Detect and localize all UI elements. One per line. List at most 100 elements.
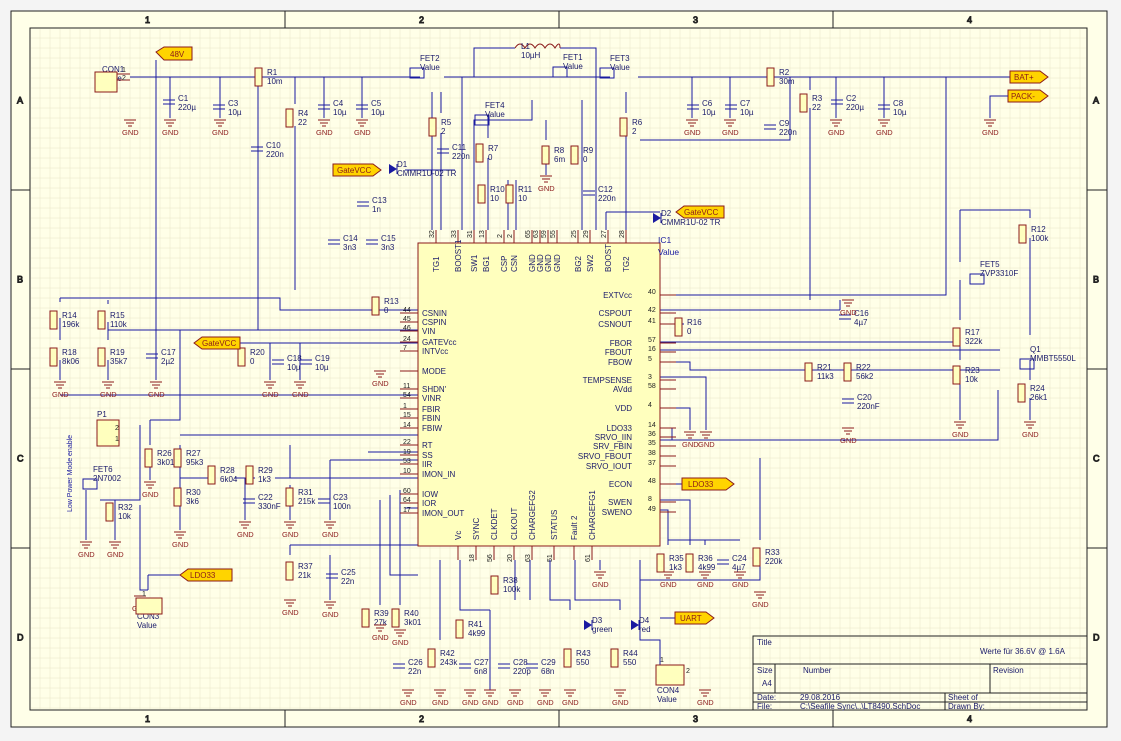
resistor-symbol [799,93,808,113]
gnd-label: GND [752,600,769,609]
resistor-symbol [254,67,263,87]
component-ref: R43 [576,649,591,658]
ic-pin-number: 13 [479,230,486,238]
ic-pin-number: 48 [648,478,656,485]
component-value: 215k [298,497,316,506]
ic-pins-top: 32TG133BOOST131SW113BG12CSP2CSN65GND63GN… [429,230,631,272]
ic-pin-name: FBOUT [605,348,632,357]
gnd-label: GND [612,698,629,707]
title-block [752,635,1088,711]
ic-pin-number: 15 [403,412,411,419]
component-ref: R23 [965,366,980,375]
component-value: 243k [440,658,458,667]
ic-pin-name: SRVO_FBOUT [578,452,632,461]
ic-pin-number: 14 [403,422,411,429]
component-value: 11k3 [817,372,834,381]
ic-pin-number: 65 [525,230,532,238]
component-ref: R13 [384,297,399,306]
ic-pin-name: VINR [422,394,441,403]
component-ref: C20 [857,393,872,402]
ic-pin-number: 35 [648,440,656,447]
component-ref: C6 [702,99,713,108]
gnd-label: GND [876,128,893,137]
zone-row-right: B [1093,275,1099,285]
component-value: 68n [541,667,554,676]
gnd-symbol: GND [354,119,371,137]
component-value: 2µ2 [161,357,175,366]
component-ref: R26 [157,449,172,458]
number-label: Number [803,666,832,675]
component-value: 0 [250,357,255,366]
component-ref: CON4 [657,686,680,695]
ic-pin-name: SW1 [470,254,479,272]
component-value: 10µ [333,108,347,117]
component-ref: C13 [372,196,387,205]
zone-column-top: 3 [693,15,698,25]
gnd-label: GND [952,430,969,439]
component-ref: Q1 [1030,345,1041,354]
component-value: 35k7 [110,357,128,366]
ic-pin-name: CHARGEFG2 [528,490,537,540]
gnd-label: GND [122,128,139,137]
component-value: 10µ [702,108,716,117]
gnd-symbol: GND [142,481,159,499]
component-value: 6k04 [220,475,238,484]
gnd-label: GND [100,390,117,399]
ic-pin-name: MODE [422,367,446,376]
low-power-mode-note: Low Power Mode enable [67,435,74,512]
zone-column-bottom: 1 [145,714,150,724]
ic-pin-number: 46 [403,325,411,332]
ic-pin-name: STATUS [550,510,559,540]
component-value: 2N7002 [93,474,122,483]
component-ref: R41 [468,620,483,629]
connector-p1: 2 1 [96,419,120,447]
component-ref: R42 [440,649,455,658]
zone-row-left: B [17,275,23,285]
component-value: 10k [965,375,979,384]
resistor-symbol [455,619,464,639]
gnd-label: GND [322,530,339,539]
zone-column-bottom: 3 [693,714,698,724]
ic-pin-name: VDD [615,404,632,413]
ic-pin-name: IMON_OUT [422,509,464,518]
svg-text:PACK-: PACK- [1011,92,1035,101]
component-value: 56k2 [856,372,874,381]
resistor-symbol [475,143,484,163]
component-ref: C8 [893,99,904,108]
ic-pin-name: SRVO_IIN [595,433,632,442]
ic-pin-name: FBIW [422,424,442,433]
zone-row-left: D [17,633,24,643]
resistor-symbol [505,184,514,204]
component-value: 220µ [846,103,864,112]
ic-pin-number: 25 [571,230,578,238]
component-value: 30m [779,77,795,86]
transistor-symbol [82,478,98,490]
svg-text:UART: UART [680,614,702,623]
title-note: Werte für 36.6V @ 1.6A [980,647,1066,656]
transistor-symbol [599,67,615,79]
gnd-label: GND [562,698,579,707]
component-value: 220k [765,557,783,566]
ic-pin-number: 54 [403,392,411,399]
component-ref: C5 [371,99,382,108]
gnd-label: GND [400,698,417,707]
ic-pin-number: 33 [451,230,458,238]
zone-column-bottom: 2 [419,714,424,724]
ic-pin-name: AVdd [613,385,632,394]
component-value: 4k99 [698,563,716,572]
component-value: 10k [118,512,132,521]
resistor-symbol [1018,224,1027,244]
zone-row-right: C [1093,454,1100,464]
ic-pins-bottom: Vc18SYNC56CLKDET20CLKOUT63CHARGEFG251STA… [454,490,597,562]
title-block-text: Title Werte für 36.6V @ 1.6A Size A4 Num… [757,638,1066,711]
component-value: 220n [452,152,470,161]
gnd-symbol: GND [52,381,69,399]
